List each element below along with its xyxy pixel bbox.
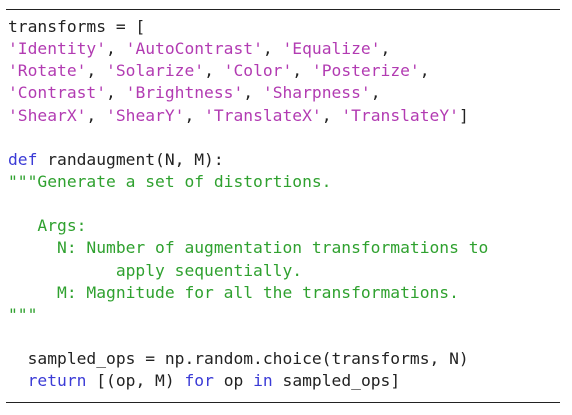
code-token-plain: , — [380, 39, 391, 59]
code-token-plain: sampled_ops] — [272, 371, 401, 391]
code-token-plain: , — [321, 105, 342, 125]
code-listing: transforms = [ 'Identity', 'AutoContrast'… — [8, 16, 488, 392]
code-token-plain — [8, 371, 28, 390]
code-token-doc: Args: — [8, 216, 87, 236]
code-token-str: 'Posterize' — [311, 61, 420, 81]
code-line: M: Magnitude for all the transformations… — [8, 282, 488, 304]
code-token-plain: , — [292, 61, 312, 81]
code-token-str: 'Identity' — [8, 39, 107, 59]
code-token-doc: M: Magnitude for all the transformations… — [8, 282, 459, 302]
code-token-str: 'Rotate' — [8, 61, 87, 81]
code-token-str: 'TranslateX' — [204, 105, 322, 125]
code-line: """ — [8, 304, 488, 326]
bottom-rule — [6, 402, 560, 403]
code-token-str: 'Brightness' — [125, 83, 244, 103]
code-line — [8, 193, 488, 215]
code-line: Args: — [8, 215, 488, 237]
code-token-plain: randaugment(N, M): — [37, 149, 224, 169]
code-line — [8, 127, 488, 149]
code-line: """Generate a set of distortions. — [8, 171, 488, 193]
code-token-doc: """ — [8, 304, 38, 324]
code-token-str: 'Contrast' — [8, 83, 107, 103]
code-token-plain: , — [419, 61, 430, 81]
code-token-doc: apply sequentially. — [8, 260, 303, 280]
code-token-str: 'ShearX' — [8, 105, 87, 125]
code-token-str: 'ShearY' — [106, 105, 185, 125]
code-line: 'Contrast', 'Brightness', 'Sharpness', — [8, 82, 488, 104]
code-line: transforms = [ — [8, 16, 488, 38]
code-line: 'Rotate', 'Solarize', 'Color', 'Posteriz… — [8, 60, 488, 82]
code-token-plain: transforms = [ — [8, 17, 146, 36]
code-token-plain: , — [86, 61, 107, 81]
code-token-kw: for — [184, 371, 214, 391]
code-token-plain: op — [213, 371, 254, 391]
code-token-plain: , — [370, 83, 381, 103]
code-line: sampled_ops = np.random.choice(transform… — [8, 348, 488, 370]
code-token-doc: """Generate a set of distortions. — [8, 171, 332, 191]
code-token-str: 'Solarize' — [106, 61, 205, 81]
code-token-plain: , — [262, 39, 283, 59]
code-token-kw: return — [27, 371, 87, 391]
code-token-plain: [(op, M) — [86, 371, 185, 391]
code-token-plain: , — [106, 39, 126, 59]
code-token-kw: in — [253, 371, 273, 391]
code-token-str: 'Color' — [223, 61, 293, 81]
code-line: apply sequentially. — [8, 260, 488, 282]
code-token-plain: ] — [458, 105, 469, 125]
top-rule — [6, 9, 560, 10]
code-token-plain: sampled_ops = np.random.choice(transform… — [8, 349, 469, 369]
code-token-str: 'AutoContrast' — [125, 39, 263, 59]
code-token-plain: , — [106, 83, 126, 103]
code-token-str: 'TranslateY' — [341, 105, 459, 125]
code-token-str: 'Sharpness' — [262, 83, 371, 103]
code-token-doc: N: Number of augmentation transformation… — [8, 238, 489, 258]
code-token-kw: def — [8, 149, 38, 169]
code-line: 'Identity', 'AutoContrast', 'Equalize', — [8, 38, 488, 60]
code-token-plain: , — [204, 61, 224, 81]
code-line: def randaugment(N, M): — [8, 149, 488, 171]
code-line: 'ShearX', 'ShearY', 'TranslateX', 'Trans… — [8, 105, 488, 127]
code-token-plain: , — [243, 83, 263, 103]
code-line: N: Number of augmentation transformation… — [8, 237, 488, 259]
code-token-str: 'Equalize' — [282, 39, 381, 59]
code-line: return [(op, M) for op in sampled_ops] — [8, 370, 488, 392]
code-line — [8, 326, 488, 348]
code-token-plain: , — [86, 105, 107, 125]
code-token-plain: , — [184, 105, 205, 125]
